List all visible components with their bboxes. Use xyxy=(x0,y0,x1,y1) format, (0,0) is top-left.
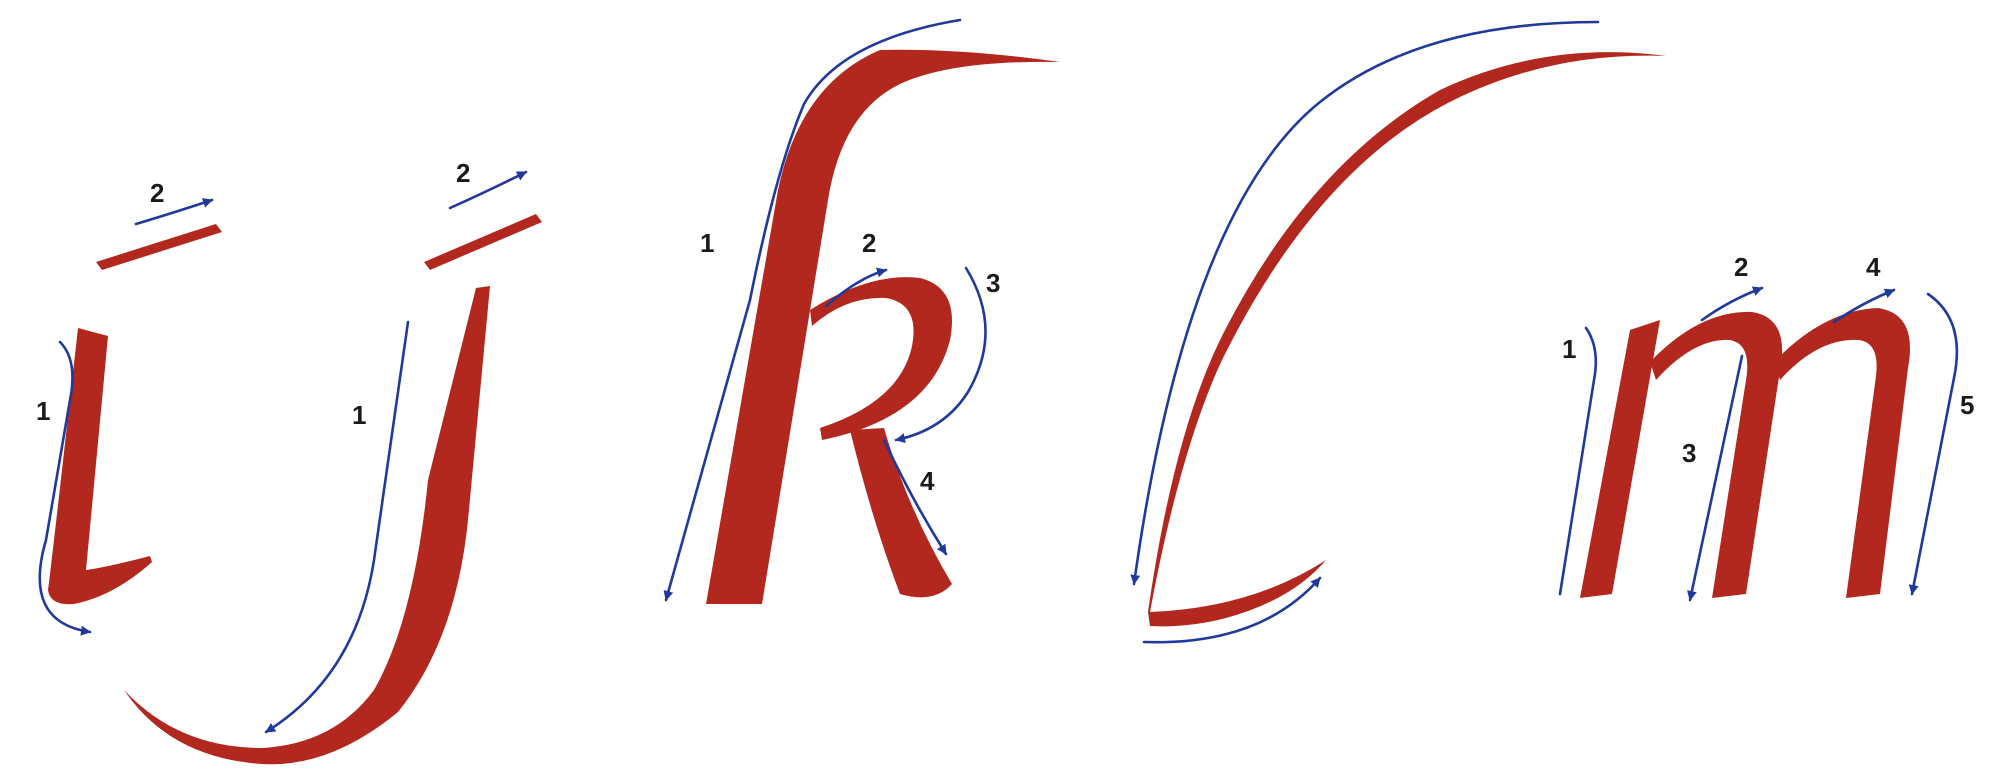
letter-l xyxy=(1134,22,1666,642)
letter-i: 1 2 xyxy=(36,178,222,632)
stroke-number: 4 xyxy=(1866,252,1881,282)
letter-i-stem xyxy=(48,328,152,604)
letter-j-dot xyxy=(424,214,542,270)
stroke-number: 1 xyxy=(700,228,714,258)
stroke-number: 2 xyxy=(456,158,470,188)
letter-l-guide-1 xyxy=(1134,22,1598,584)
stroke-number: 5 xyxy=(1960,390,1974,420)
letter-k: 1 2 3 4 xyxy=(666,20,1060,604)
stroke-number: 2 xyxy=(1734,252,1748,282)
letter-i-guide-2 xyxy=(136,200,212,224)
stroke-number: 1 xyxy=(1562,334,1576,364)
letter-m-arch-1 xyxy=(1650,312,1782,598)
stroke-number: 4 xyxy=(920,466,935,496)
letter-i-dot xyxy=(96,224,222,270)
letter-m: 1 2 3 4 5 xyxy=(1560,252,1974,600)
letter-j-stem xyxy=(124,286,490,764)
stroke-number: 2 xyxy=(150,178,164,208)
stroke-number: 3 xyxy=(986,268,1000,298)
stroke-number: 1 xyxy=(352,400,366,430)
letter-j: 1 2 xyxy=(124,158,542,764)
stroke-number: 1 xyxy=(36,396,50,426)
letter-m-stem-1 xyxy=(1580,320,1660,598)
letter-m-arch-2 xyxy=(1774,308,1910,598)
stroke-number: 2 xyxy=(862,228,876,258)
stroke-number: 3 xyxy=(1682,438,1696,468)
letter-l-stem xyxy=(1148,52,1666,626)
letter-k-leg xyxy=(850,428,952,597)
letter-m-guide-5 xyxy=(1912,294,1957,594)
